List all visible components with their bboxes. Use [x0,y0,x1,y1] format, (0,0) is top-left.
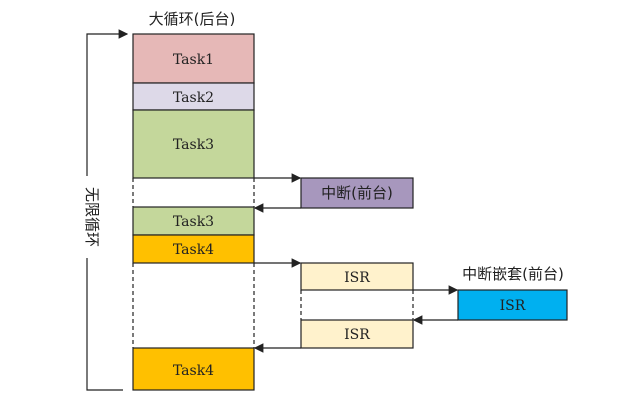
loop-label: 无限循环 [83,187,101,247]
nested-gap [300,290,414,320]
task4-block [132,234,255,264]
isr-resume-block [300,319,414,349]
isr-resume-label: ISR [344,327,370,343]
task4-resume-block [132,347,255,391]
background-loop-title: 大循环(后台) [149,10,236,28]
nested-isr-block [457,289,568,321]
task1-block [132,33,255,84]
isr-label: ISR [344,270,370,286]
task4-label: Task4 [173,242,214,258]
task1-label: Task1 [173,52,214,68]
isr-block [300,262,414,291]
interrupt-gap [132,178,255,207]
task3-label: Task3 [173,137,214,153]
interrupt-block [300,177,414,209]
task3-block [132,109,255,179]
nested-isr-label: ISR [500,298,526,314]
interrupt-label: 中断(前台) [321,184,393,202]
task3-resume-block [132,206,255,236]
task4-resume-label: Task4 [173,363,214,379]
isr-gap [132,263,255,348]
loop-label-bg [80,176,94,258]
nested-interrupt-title: 中断嵌套(前台) [462,265,564,283]
task3-resume-label: Task3 [173,214,214,230]
task2-label: Task2 [173,90,214,106]
